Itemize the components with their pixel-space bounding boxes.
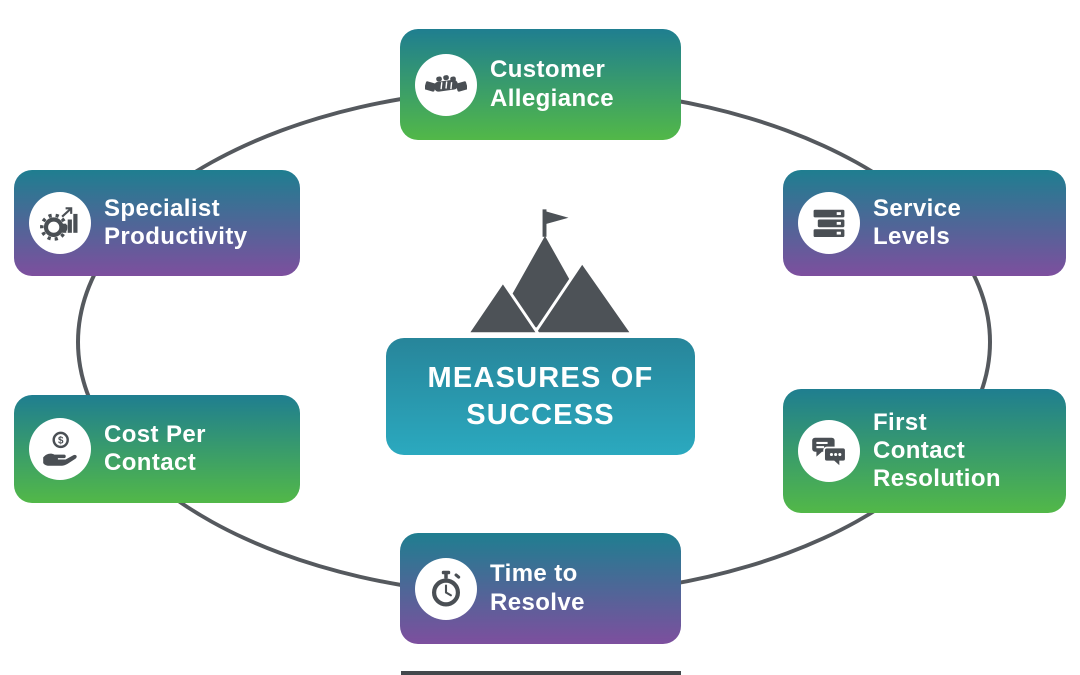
node-label: Specialist Productivity xyxy=(104,194,248,250)
node-label: Service Levels xyxy=(873,194,962,250)
mountain-flag-icon xyxy=(452,208,638,338)
node-label: Time to Resolve xyxy=(490,560,585,616)
node-specialist-productivity: Specialist Productivity xyxy=(14,170,300,276)
center-title-card: MEASURES OF SUCCESS xyxy=(386,338,695,455)
icon-circle xyxy=(29,192,91,254)
chat-bubbles-icon xyxy=(812,437,847,470)
node-label: Customer Allegiance xyxy=(490,56,615,112)
svg-text:$: $ xyxy=(58,435,64,446)
hand-coin-icon: $ xyxy=(43,431,77,466)
node-label: Cost Per Contact xyxy=(104,420,206,476)
icon-circle: $ xyxy=(29,418,91,480)
stopwatch-icon xyxy=(432,570,461,606)
node-service-levels: Service Levels xyxy=(783,170,1066,276)
icon-circle xyxy=(415,557,477,620)
node-label: First Contact Resolution xyxy=(873,408,1001,493)
center-title: MEASURES OF SUCCESS xyxy=(427,362,654,431)
node-first-contact-resolution: First Contact Resolution xyxy=(783,389,1066,513)
node-cost-per-contact: $ Cost Per Contact xyxy=(14,395,300,503)
node-customer-allegiance: Customer Allegiance xyxy=(400,29,681,140)
handshake-icon xyxy=(425,74,467,92)
icon-circle xyxy=(415,53,477,116)
gear-bar-chart-icon xyxy=(40,207,78,241)
node-time-to-resolve: Time to Resolve xyxy=(400,533,681,644)
server-stack-icon xyxy=(813,209,845,237)
cropped-bottom-strip xyxy=(401,671,681,675)
icon-circle xyxy=(798,420,860,482)
icon-circle xyxy=(798,192,860,254)
